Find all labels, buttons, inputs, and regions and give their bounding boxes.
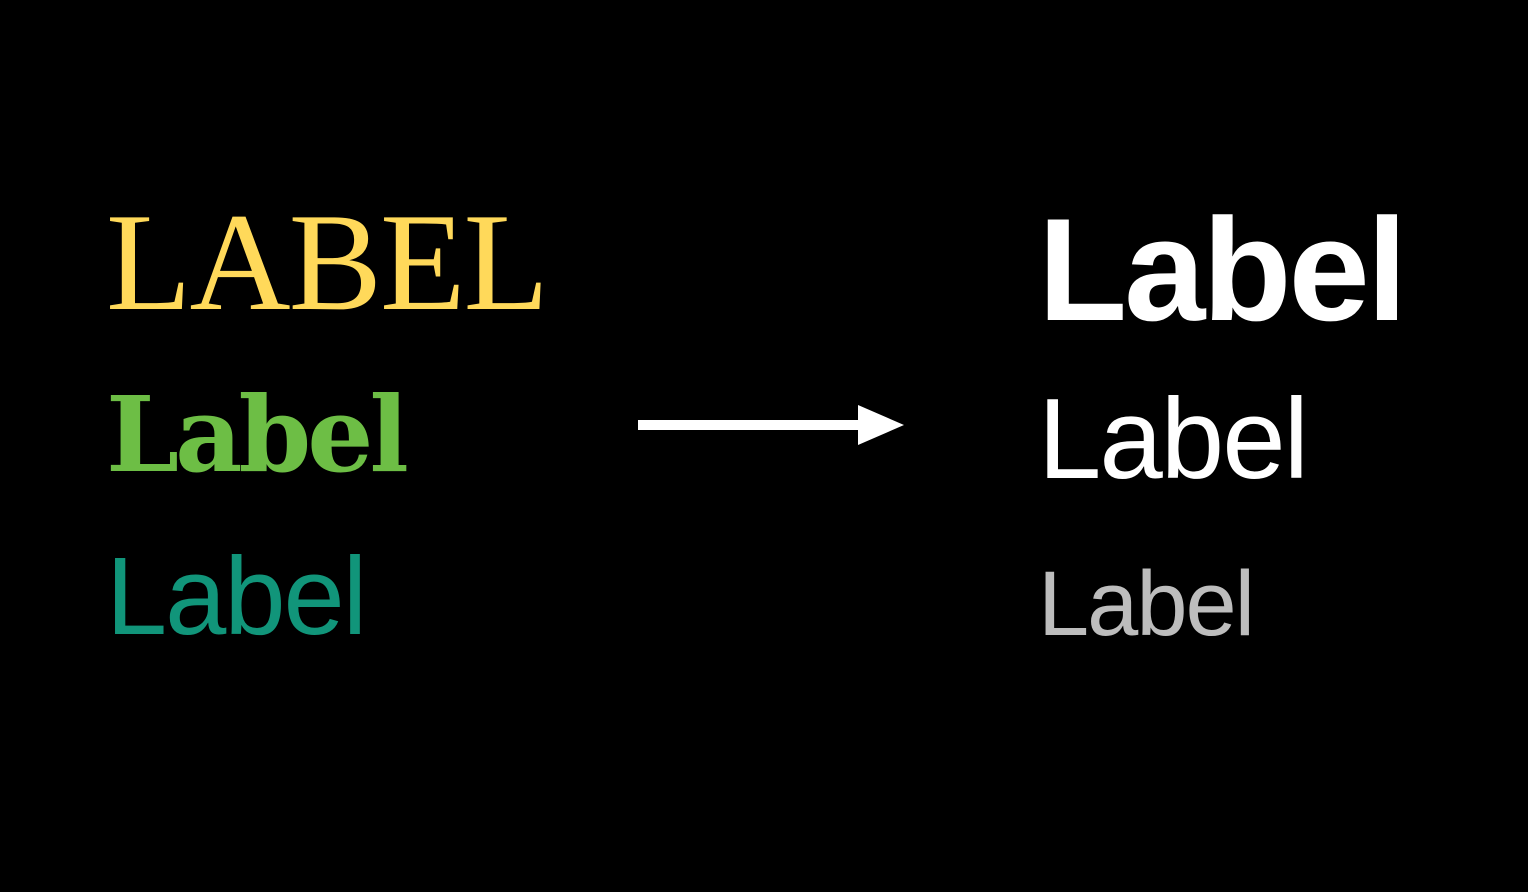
- left-label-serif-caps: LABEL: [106, 185, 549, 340]
- left-label-sans: Label: [106, 535, 367, 658]
- arrow-shaft: [638, 420, 862, 430]
- right-label-secondary: Label: [1038, 553, 1255, 655]
- right-arrow-icon: [638, 405, 904, 445]
- left-label-serif-bold: Label: [106, 373, 409, 496]
- right-label-bold: Label: [1038, 188, 1407, 351]
- right-label-regular: Label: [1038, 376, 1309, 503]
- arrow-head: [858, 405, 904, 445]
